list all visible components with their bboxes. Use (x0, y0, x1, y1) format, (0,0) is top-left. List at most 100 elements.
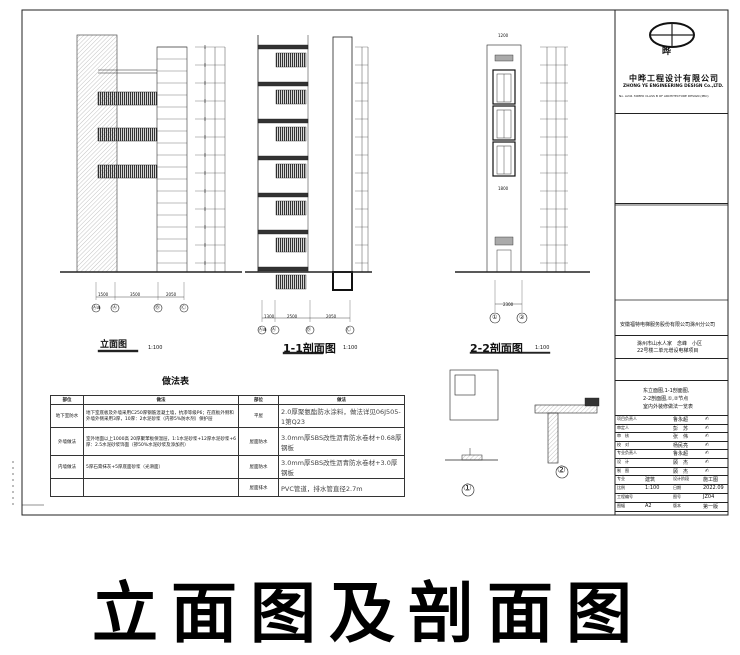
cell: 3.0mm厚SBS改性沥青防水卷材+0.68厚钢板 (278, 427, 405, 456)
info-cell: 设计阶段 (673, 476, 689, 481)
signature-name: 张 伟 (673, 434, 689, 441)
cell (83, 478, 239, 497)
detail-2-label: ② (557, 465, 566, 476)
floor-slab (257, 192, 309, 198)
sec2-dim: 1800 (498, 186, 509, 191)
cell: 内墙做法 (50, 455, 84, 479)
section-2-label: 2-2剖面图 (470, 342, 523, 355)
elev-dim: 3500 (130, 292, 141, 297)
info-cell: 比例 (617, 485, 625, 490)
signature-row: 项目负责人鲁永超✍ (615, 415, 728, 425)
info-cell: 图幅 (617, 503, 625, 508)
floor-slab (257, 44, 309, 50)
signature-row: 设 计顾 杰✍ (615, 458, 728, 468)
floor-slab (257, 118, 309, 124)
door (496, 249, 512, 273)
cell: 3.0mm厚SBS改性沥青防水卷材+3.0厚钢板 (278, 455, 405, 479)
seal-block (615, 113, 728, 204)
axis-circle (489, 312, 501, 324)
sec2-dim: 2300 (503, 302, 514, 307)
cell: 地下室防水 (50, 404, 84, 428)
axis-circle (270, 325, 280, 335)
cell: PVC管道，排水管直径2.7m (278, 478, 405, 497)
page-heading: 立面图及剖面图 (92, 575, 645, 652)
company-name-cn: 中晔工程设计有限公司 (629, 74, 719, 83)
signature-role: 设 计 (617, 459, 629, 464)
label-underline (469, 351, 551, 354)
table-row: 外墙做法 室外地面以上1000高 20厚聚苯板保温层，1:1水泥砂浆+12厚水泥… (50, 427, 405, 456)
cell: 外墙做法 (50, 427, 84, 456)
elev-dim: 1500 (98, 292, 109, 297)
signature-name: 顾 杰 (673, 468, 689, 475)
cell: 2.0厚聚氨酯防水涂料，做法详见06J505-1第Q23 (278, 404, 405, 428)
cell: 5厚石膏抹灰+5厚底面砂浆（光滑面） (83, 455, 239, 479)
cell: 平屋 (238, 404, 279, 428)
signature-role: 审定人 (617, 424, 629, 430)
sec1-axis: Ⓒ (346, 327, 352, 333)
signature-row: 审定人彭 苏✍ (615, 424, 728, 434)
info-cell: 第一版 (703, 504, 719, 510)
axis-circle (91, 303, 101, 313)
detail-2-cap (584, 397, 600, 407)
floor-slab (257, 229, 309, 235)
project-line-1: 滁州市山水人家 念峰 小区 (637, 341, 703, 347)
sec1-dim: 2050 (326, 314, 337, 319)
sec2-axis: ① (492, 314, 498, 321)
sec1-dim: 2500 (287, 314, 298, 319)
signature-name: 鲁永超 (673, 451, 689, 458)
info-cell: 专业 (617, 476, 625, 481)
info-cell: 版本 (673, 503, 681, 508)
drawing-title-1: 东立面图,1-1剖面图, (643, 388, 690, 394)
railing (275, 89, 307, 105)
sec1-axis: Ⓐ (271, 327, 277, 333)
signature-name: 鲁永超 (673, 417, 689, 423)
drawing-title-3: 室内外装修做法一览表 (643, 404, 694, 410)
detail-2-wall (547, 412, 559, 464)
sec1-dim: 1300 (264, 314, 275, 319)
label-underline (97, 349, 139, 353)
client-name: 安徽福特电梯服务股份有限公司滁州分公司 (620, 322, 716, 328)
axis-circle (179, 303, 189, 313)
info-cell: 2022.09 (703, 485, 724, 491)
detail-1-label: ① (463, 483, 472, 494)
railing (275, 126, 307, 142)
header-cell: 部位 (238, 395, 279, 405)
info-row: 专业建筑设计阶段施工图 (615, 475, 728, 485)
company-name-en: ZHONG YE ENGINEERING DESIGN Co.,LTD. (623, 84, 724, 89)
elevation-label: 立面图 (100, 340, 128, 350)
elev-dim: 2050 (166, 292, 177, 297)
company-logo: 晔 (662, 47, 672, 57)
detail-2-section (534, 404, 598, 414)
notes-table: 部位 做法 部位 做法 地下室防水 地下室底板及外墙采用C250厚钢筋混凝土墙，… (50, 395, 405, 497)
table-row: 地下室防水 地下室底板及外墙采用C250厚钢筋混凝土墙，抗渗等级P6；在底板外侧… (50, 404, 405, 428)
cell: 屋面防水 (238, 455, 279, 479)
detail-plan (449, 369, 499, 421)
signature-mark: ✍ (705, 450, 710, 457)
client-block: 安徽福特电梯服务股份有限公司滁州分公司 (615, 310, 728, 336)
signature-mark: ✍ (705, 441, 710, 448)
signature-row: 校 对杨民亮✍ (615, 441, 728, 451)
railing (275, 274, 307, 290)
signature-role: 制 图 (617, 467, 629, 473)
railing (275, 237, 307, 253)
subproject-block (615, 358, 728, 381)
door-frame (492, 141, 516, 177)
info-cell: JZ04 (703, 494, 715, 500)
table-row: 屋面排水 PVC管道，排水管直径2.7m (50, 478, 405, 497)
signature-name: 杨民亮 (673, 442, 689, 449)
signature-row: 专业负责人鲁永超✍ (615, 449, 728, 459)
cell: 屋面防水 (238, 427, 279, 456)
axis-circle (516, 312, 528, 324)
elevator-tower (156, 46, 188, 273)
axis-circle (305, 325, 315, 335)
elevator-shaft (332, 36, 353, 291)
drawing-title-2: 2-2剖面图,①,②节点 (643, 396, 689, 402)
header-cell: 部位 (50, 395, 84, 405)
vent (494, 236, 514, 246)
detail-1-section (461, 454, 483, 461)
axis-circle (345, 325, 355, 335)
section-2-scale: 1:100 (535, 345, 550, 351)
table-row: 内墙做法 5厚石膏抹灰+5厚底面砂浆（光滑面） 屋面防水 3.0mm厚SBS改性… (50, 455, 405, 479)
